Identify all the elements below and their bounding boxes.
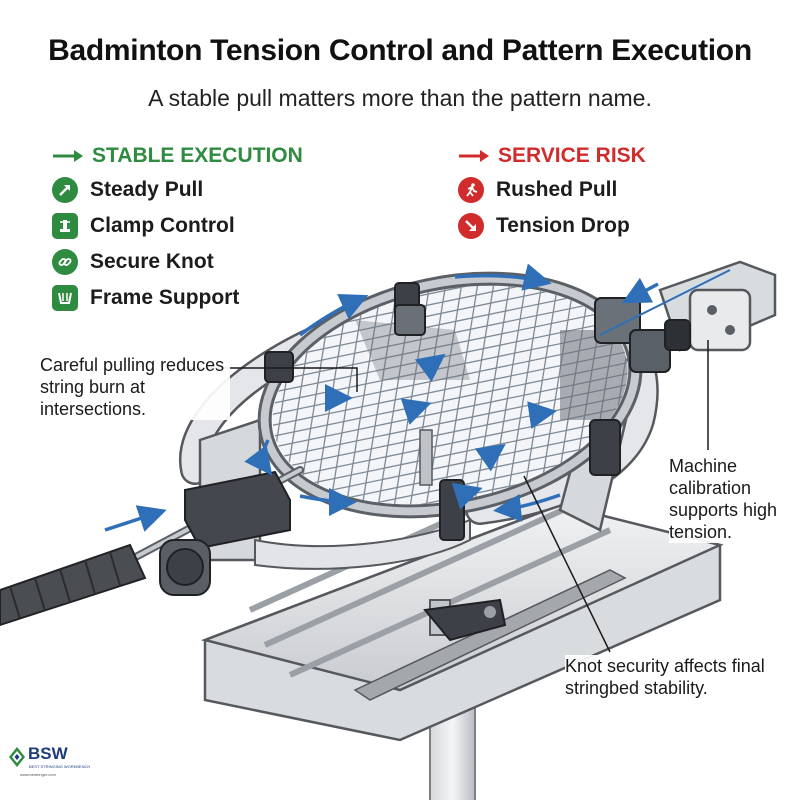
risk-item-label: Rushed Pull <box>496 178 618 201</box>
stable-heading-label: STABLE EXECUTION <box>92 144 303 167</box>
service-risk-list: SERVICE RISK Rushed Pull Tension Drop <box>458 140 646 244</box>
risk-item-rushed-pull: Rushed Pull <box>458 172 646 208</box>
clamp-icon <box>52 213 78 239</box>
stable-item-label: Secure Knot <box>90 250 214 273</box>
diamond-logo-icon <box>9 747 25 767</box>
right-arrow-icon <box>53 150 83 162</box>
flow-arrows <box>104 263 659 532</box>
service-risk-heading: SERVICE RISK <box>458 140 646 172</box>
callout-careful-pulling: Careful pulling reduces string burn at i… <box>40 354 230 420</box>
risk-item-tension-drop: Tension Drop <box>458 208 646 244</box>
callout-knot-security: Knot security affects final stringbed st… <box>565 655 775 699</box>
brand-logo: BSW BEST STRINGING WORKBENCH www.bestrin… <box>8 742 108 782</box>
callout-machine-calibration: Machine calibration supports high tensio… <box>669 455 779 543</box>
frame-clamps <box>159 282 671 596</box>
tension-head <box>599 260 777 352</box>
stable-item-secure-knot: Secure Knot <box>52 244 303 280</box>
chain-link-icon <box>52 249 78 275</box>
leader-pulling <box>185 367 358 392</box>
stable-item-label: Clamp Control <box>90 214 235 237</box>
stable-item-label: Frame Support <box>90 286 240 309</box>
page-title: Badminton Tension Control and Pattern Ex… <box>48 34 752 67</box>
frame-mount-icon <box>52 285 78 311</box>
risk-item-label: Tension Drop <box>496 214 630 237</box>
logo-text: BSW <box>28 744 68 763</box>
stable-item-steady-pull: Steady Pull <box>52 172 303 208</box>
risk-heading-label: SERVICE RISK <box>498 144 646 167</box>
trend-arrow-icon <box>52 177 78 203</box>
stable-item-frame-support: Frame Support <box>52 280 303 316</box>
stable-item-label: Steady Pull <box>90 178 204 201</box>
logo-tagline: BEST STRINGING WORKBENCH <box>29 764 91 769</box>
leader-knot <box>523 475 611 653</box>
callout-leaders <box>185 340 709 653</box>
stable-execution-list: STABLE EXECUTION Steady Pull Clamp Contr… <box>52 140 303 316</box>
center-clamp <box>419 429 507 642</box>
downward-arrow-icon <box>458 213 484 239</box>
stable-execution-heading: STABLE EXECUTION <box>52 140 303 172</box>
running-person-icon <box>458 177 484 203</box>
right-arrow-icon <box>459 150 489 162</box>
stable-item-clamp-control: Clamp Control <box>52 208 303 244</box>
page-subtitle: A stable pull matters more than the patt… <box>148 85 652 111</box>
logo-url: www.bestringer.com <box>20 772 56 777</box>
